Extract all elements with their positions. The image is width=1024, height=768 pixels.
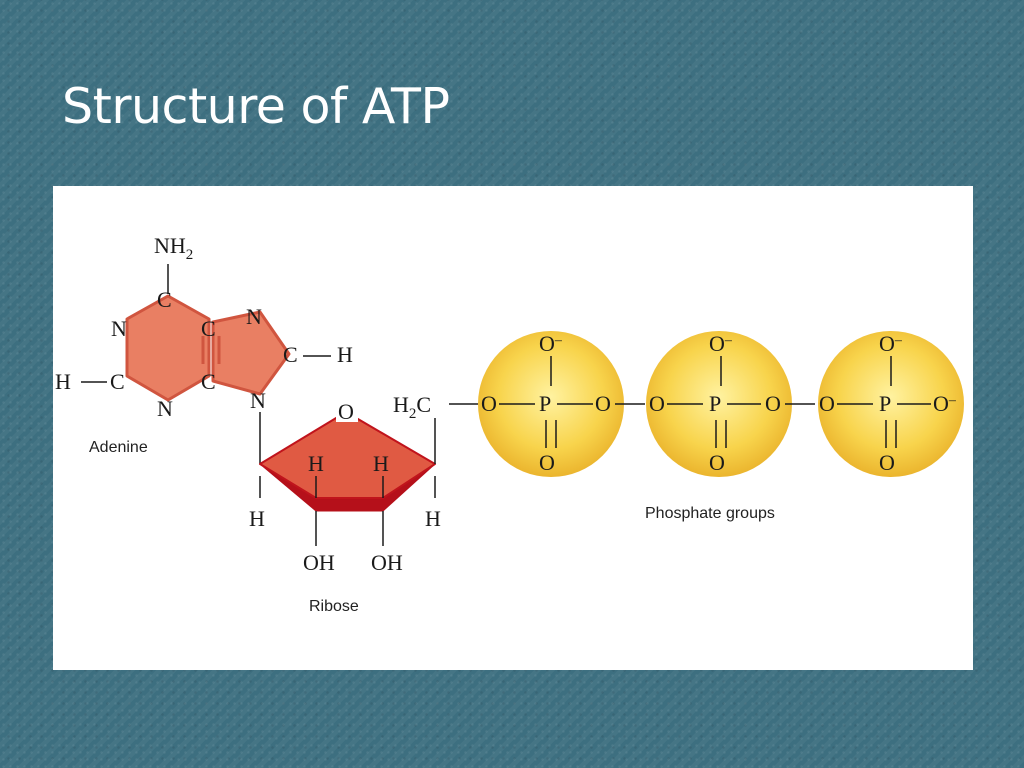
atom-n7: N <box>246 304 262 329</box>
ribose-h-c3: H <box>373 451 389 476</box>
ring-oxygen: O <box>338 399 354 424</box>
p2-o-right: O <box>765 391 781 416</box>
atom-c2: C <box>110 369 125 394</box>
diagram-panel: NH2 C N C N C H H C C N N Adenine O H H … <box>53 186 973 670</box>
p2-o-left: O <box>649 391 665 416</box>
p1-o-right: O <box>595 391 611 416</box>
adenine-group: NH2 C N C N C H H C C N N Adenine <box>55 233 353 464</box>
hydroxyl-c3: OH <box>371 550 403 575</box>
atom-h8: H <box>337 342 353 367</box>
atp-structure-diagram: NH2 C N C N C H H C C N N Adenine O H H … <box>55 233 964 615</box>
phosphate-beta <box>646 331 792 477</box>
ribose-h-c2: H <box>308 451 324 476</box>
atom-c8: C <box>283 342 298 367</box>
p2-o-bottom: O <box>709 450 725 475</box>
p3-o-bottom: O <box>879 450 895 475</box>
p1-o-bottom: O <box>539 450 555 475</box>
phosphate-alpha <box>478 331 624 477</box>
atom-c-top: C <box>157 287 172 312</box>
p3-o-terminal: O– <box>933 391 957 416</box>
atom-n3: N <box>157 396 173 421</box>
slide-title: Structure of ATP <box>62 78 450 135</box>
p3-o-left: O <box>819 391 835 416</box>
phosphate-groups: O– O P O O O– O P O O O– O P O– O Phosph <box>478 331 964 522</box>
p1-o-left: O <box>481 391 497 416</box>
ribose-h-c1: H <box>249 506 265 531</box>
ribose-h-c4: H <box>425 506 441 531</box>
p3-phosphorus: P <box>879 391 891 416</box>
adenine-six-ring <box>125 294 211 402</box>
atom-c5: C <box>201 316 216 341</box>
atom-h2: H <box>55 369 71 394</box>
atom-n1: N <box>111 316 127 341</box>
p2-phosphorus: P <box>709 391 721 416</box>
p1-phosphorus: P <box>539 391 551 416</box>
atom-n9: N <box>250 388 266 413</box>
ribose-group: O H H H H OH OH Ribose H2C <box>249 392 479 615</box>
phosphate-gamma <box>818 331 964 477</box>
ribose-ring <box>259 411 436 499</box>
phosphate-groups-label: Phosphate groups <box>645 505 775 522</box>
atom-c4: C <box>201 369 216 394</box>
p3-oxide: O– <box>879 331 903 356</box>
p2-oxide: O– <box>709 331 733 356</box>
adenine-five-ring <box>211 310 291 396</box>
ribose-label: Ribose <box>309 598 359 615</box>
amine-label: NH2 <box>154 233 193 263</box>
hydroxyl-c2: OH <box>303 550 335 575</box>
adenine-label: Adenine <box>89 439 148 456</box>
p1-oxide: O– <box>539 331 563 356</box>
methylene-label: H2C <box>393 392 431 422</box>
